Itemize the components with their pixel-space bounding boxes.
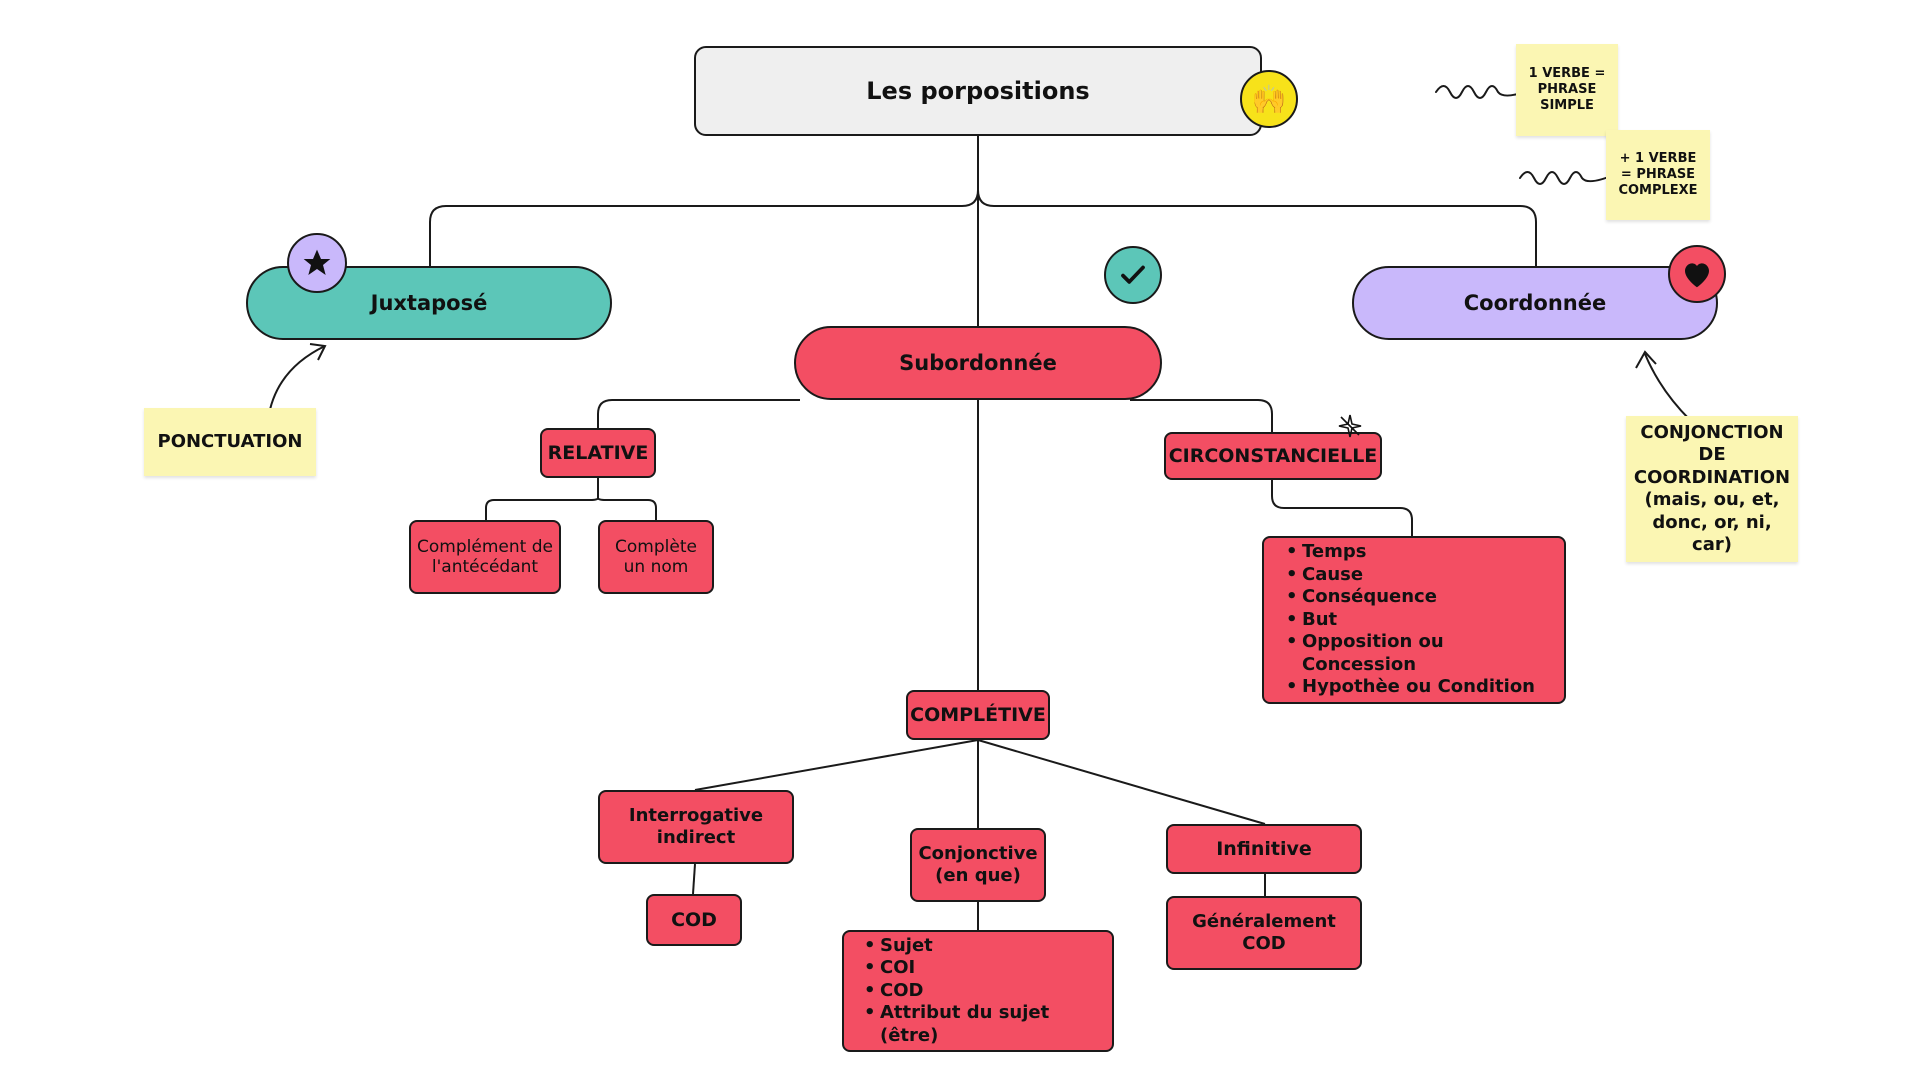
list-item: Opposition ou Concession	[1286, 631, 1548, 676]
root-title: Les porpositions	[866, 77, 1090, 105]
sticky-phrase-complexe[interactable]: + 1 VERBE = PHRASE COMPLEXE	[1606, 130, 1710, 220]
antecedant-node[interactable]: Complément de l'antécédant	[409, 520, 561, 594]
sticky-conjonction[interactable]: CONJONCTION DE COORDINATION (mais, ou, e…	[1626, 416, 1798, 562]
checkmark-icon	[1104, 246, 1162, 304]
list-item: Temps	[1286, 541, 1548, 564]
sticky-ponctuation-text: PONCTUATION	[157, 430, 303, 452]
sticky-simple-text: 1 VERBE = PHRASE SIMPLE	[1528, 65, 1606, 114]
circonstancielle-list: Temps Cause Conséquence But Opposition o…	[1262, 536, 1566, 704]
subordonnee-node[interactable]: Subordonnée	[794, 326, 1162, 400]
juxtapose-label: Juxtaposé	[370, 291, 488, 315]
generalement-cod-label: Généralement COD	[1192, 911, 1336, 954]
interrogative-node[interactable]: Interrogative indirect	[598, 790, 794, 864]
raised-hands-icon: 🙌	[1240, 70, 1298, 128]
conjonctive-label: Conjonctive (en que)	[918, 843, 1038, 886]
antecedant-label: Complément de l'antécédant	[417, 537, 553, 577]
star-icon	[287, 233, 347, 293]
generalement-cod-node[interactable]: Généralement COD	[1166, 896, 1362, 970]
sticky-conjonction-text: CONJONCTION DE COORDINATION (mais, ou, e…	[1633, 421, 1791, 556]
list-item: COI	[864, 957, 1098, 980]
sticky-phrase-simple[interactable]: 1 VERBE = PHRASE SIMPLE	[1516, 44, 1618, 136]
infinitive-label: Infinitive	[1216, 838, 1312, 860]
list-item: Cause	[1286, 564, 1548, 587]
root-node[interactable]: Les porpositions	[694, 46, 1262, 136]
list-item: COD	[864, 980, 1098, 1003]
conjonctive-list: Sujet COI COD Attribut du sujet (être)	[842, 930, 1114, 1052]
relative-node[interactable]: RELATIVE	[540, 428, 656, 478]
relative-label: RELATIVE	[547, 442, 649, 464]
cod-node[interactable]: COD	[646, 894, 742, 946]
list-item: But	[1286, 609, 1548, 632]
coordonnee-label: Coordonnée	[1463, 291, 1607, 315]
circonstancielle-node[interactable]: CIRCONSTANCIELLE	[1164, 432, 1382, 480]
cod-label: COD	[671, 909, 717, 931]
heart-icon	[1668, 245, 1726, 303]
coordonnee-node[interactable]: Coordonnée	[1352, 266, 1718, 340]
list-item: Sujet	[864, 935, 1098, 958]
subordonnee-label: Subordonnée	[899, 351, 1057, 375]
infinitive-node[interactable]: Infinitive	[1166, 824, 1362, 874]
completive-label: COMPLÉTIVE	[910, 704, 1046, 726]
sparkle-icon	[1338, 414, 1362, 438]
sticky-ponctuation[interactable]: PONCTUATION	[144, 408, 316, 476]
completive-node[interactable]: COMPLÉTIVE	[906, 690, 1050, 740]
list-item: Hypothèe ou Condition	[1286, 676, 1548, 699]
sticky-complexe-text: + 1 VERBE = PHRASE COMPLEXE	[1618, 150, 1698, 199]
conjonctive-node[interactable]: Conjonctive (en que)	[910, 828, 1046, 902]
list-item: Conséquence	[1286, 586, 1548, 609]
complete-nom-node[interactable]: Complète un nom	[598, 520, 714, 594]
circonstancielle-label: CIRCONSTANCIELLE	[1168, 445, 1378, 467]
list-item: Attribut du sujet (être)	[864, 1002, 1098, 1047]
complete-nom-label: Complète un nom	[615, 537, 697, 577]
interrogative-label: Interrogative indirect	[628, 805, 764, 848]
